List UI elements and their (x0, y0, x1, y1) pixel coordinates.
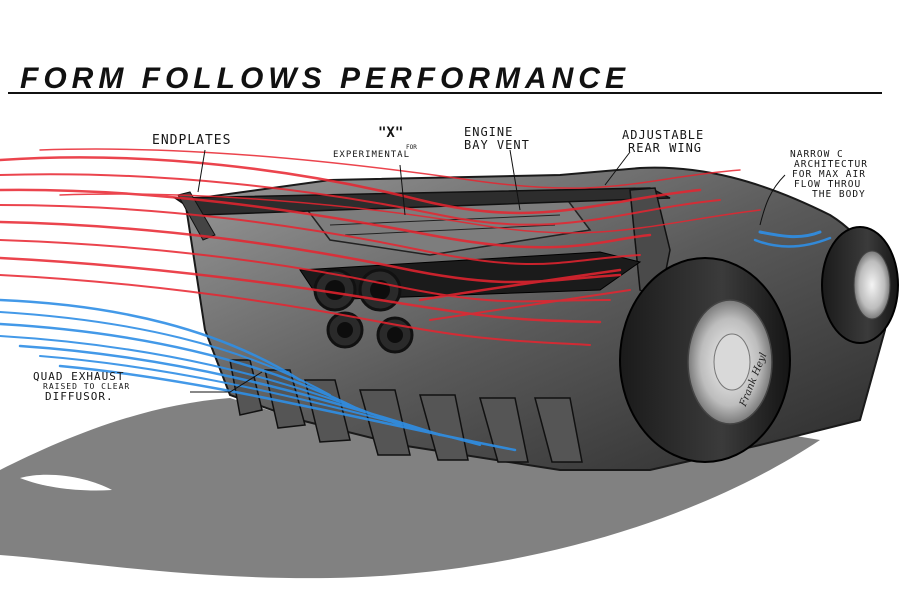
annotation-narrow-line-3: FOR MAX AIR (792, 168, 866, 180)
annotation-wing-line-1: ADJUSTABLE (622, 128, 705, 142)
page-title: FORM FOLLOWS PERFORMANCE (20, 62, 630, 95)
annotation-engine-line-2: BAY VENT (464, 137, 530, 152)
annotation-x-for: FOR (406, 144, 417, 151)
annotation-narrow-architecture: NARROW C ARCHITECTUR FOR MAX AIR FLOW TH… (790, 150, 868, 200)
rear-wheel (619, 257, 791, 463)
annotation-exhaust-line-1: QUAD EXHAUST (33, 370, 125, 383)
ground-highlight (20, 474, 112, 491)
hot-airflow-lines (0, 148, 761, 346)
annotation-leaders (190, 149, 786, 393)
annotation-endplates: ENDPLATES (152, 133, 232, 148)
title-underline (8, 92, 882, 94)
annotation-narrow-line-1: NARROW C (790, 149, 844, 160)
front-wheel (821, 226, 899, 344)
annotation-x-mark: "X" (378, 125, 404, 141)
annotation-narrow-line-5: THE BODY (812, 188, 866, 200)
annotation-narrow-line-4: FLOW THROU (794, 178, 862, 190)
annotation-x-experimental: EXPERIMENTAL (333, 150, 411, 160)
annotation-engine-line-1: ENGINE (464, 125, 514, 139)
annotation-rear-wing: ADJUSTABLE REAR WING (622, 129, 704, 154)
annotation-exhaust-line-3: DIFFUSOR. (45, 389, 114, 403)
annotation-exhaust-line-2: RAISED TO CLEAR (43, 381, 131, 391)
cool-airflow-lines (0, 230, 832, 452)
ground-shadow (0, 398, 820, 579)
annotation-wing-line-2: REAR WING (628, 140, 703, 155)
annotation-narrow-line-2: ARCHITECTUR (794, 158, 868, 170)
annotation-engine-bay-vent: ENGINE BAY VENT (464, 126, 530, 151)
annotation-quad-exhaust: QUAD EXHAUST RAISED TO CLEAR DIFFUSOR. (33, 371, 130, 402)
